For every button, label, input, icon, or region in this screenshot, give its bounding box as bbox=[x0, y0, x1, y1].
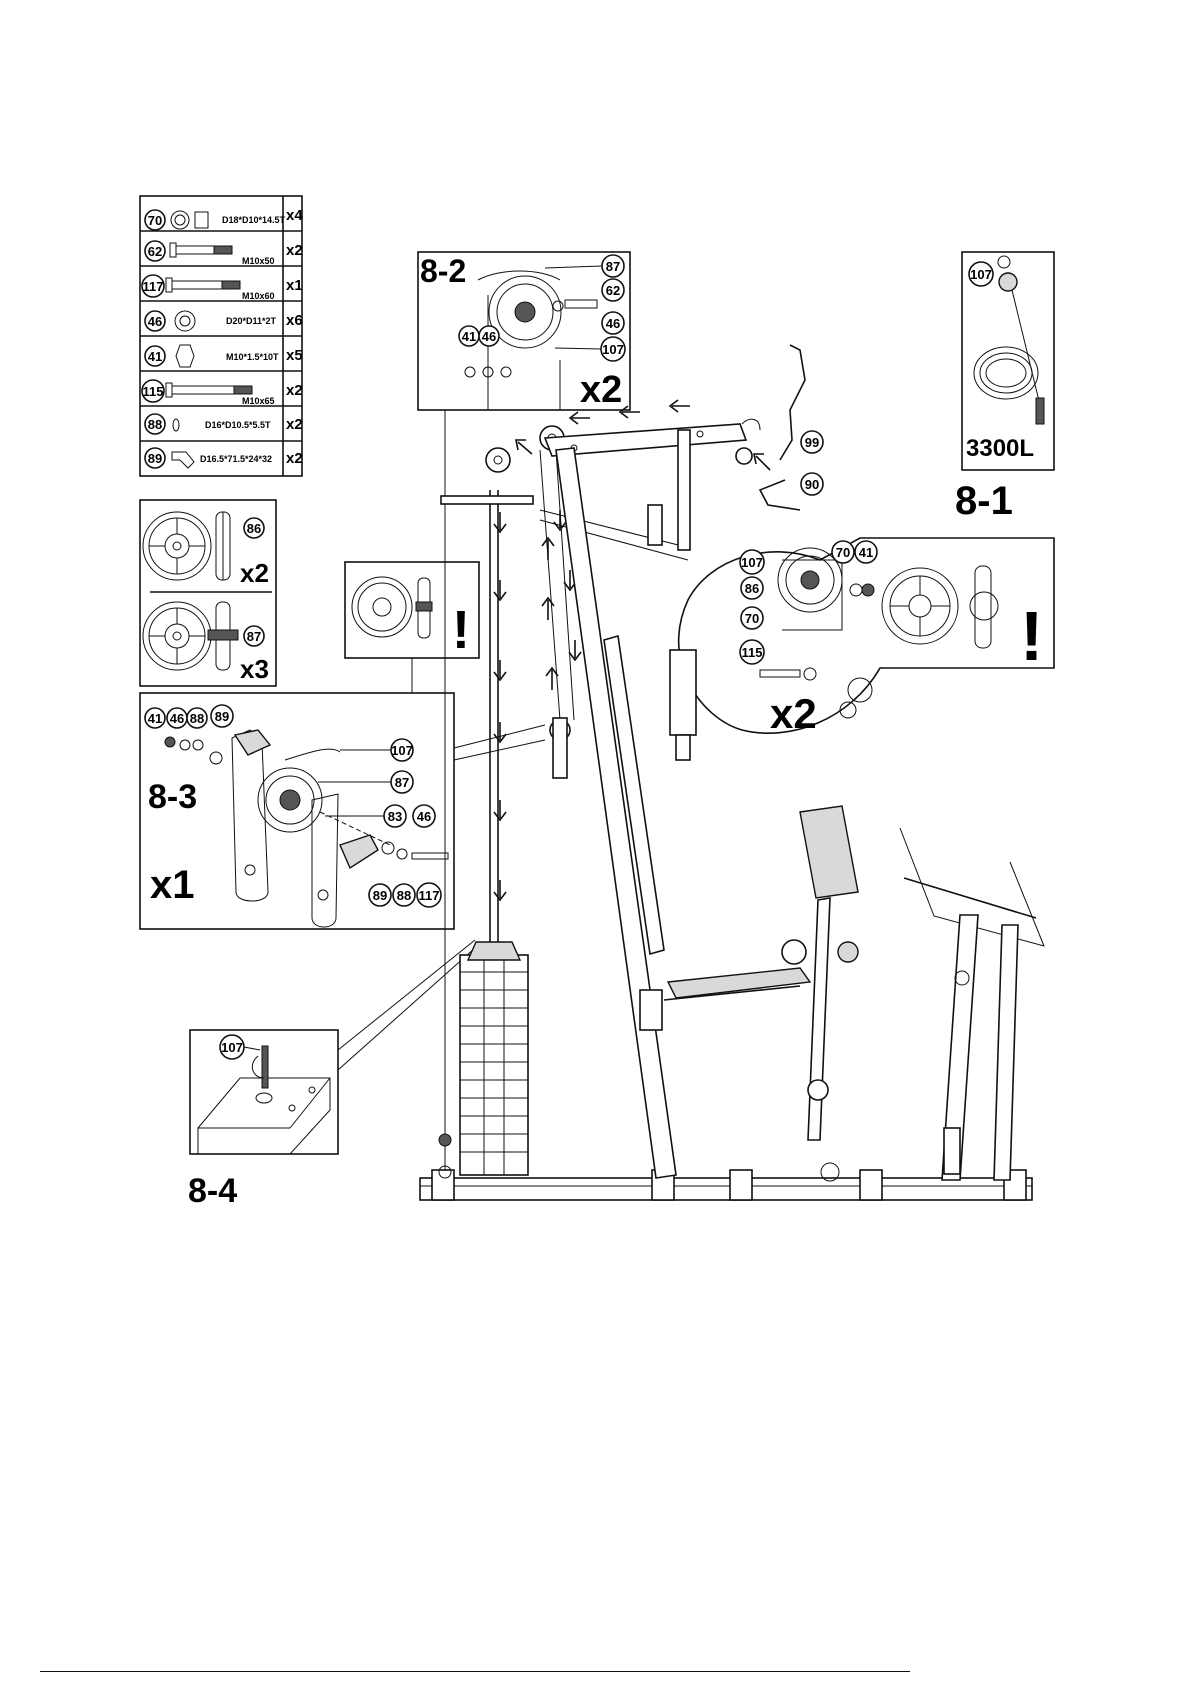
part-number: 41 bbox=[859, 545, 873, 560]
part-number: 99 bbox=[805, 435, 819, 450]
part-number: 41 bbox=[148, 349, 162, 364]
part-qty: x2 bbox=[286, 242, 303, 259]
part-number: 46 bbox=[417, 809, 431, 824]
cable-length: 3300L bbox=[966, 435, 1034, 462]
part-spec: D18*D10*14.5T bbox=[222, 215, 286, 225]
detail-8-3: 8-3 x1 41 46 88 89 107 87 83 46 bbox=[140, 693, 454, 929]
part-number: 117 bbox=[419, 888, 440, 903]
part-number: 87 bbox=[606, 259, 620, 274]
part-qty: x1 bbox=[286, 277, 303, 294]
qty-label: x1 bbox=[150, 863, 195, 907]
qty-label: x2 bbox=[580, 369, 622, 411]
part-number: 86 bbox=[247, 521, 261, 536]
part-number: 46 bbox=[170, 711, 184, 726]
footer-rule bbox=[40, 1671, 910, 1672]
step-label: 8-1 bbox=[955, 479, 1013, 523]
part-qty: x4 bbox=[286, 207, 303, 224]
part-number: 115 bbox=[742, 645, 763, 660]
step-label: 8-4 bbox=[188, 1172, 237, 1210]
gym-machine: 99 90 bbox=[420, 345, 1044, 1200]
part-number: 46 bbox=[482, 329, 496, 344]
part-spec: M10x65 bbox=[242, 396, 275, 406]
hardware-table: 70 D18*D10*14.5T x4 62 M10x50 x2 117 M10… bbox=[140, 196, 303, 476]
part-spec: D16*D10.5*5.5T bbox=[205, 420, 271, 430]
detail-pulley-bubble: ! x2 107 86 70 41 70 115 bbox=[679, 538, 1054, 737]
part-spec: M10*1.5*10T bbox=[226, 352, 279, 362]
part-number: 88 bbox=[190, 711, 204, 726]
part-number: 70 bbox=[836, 545, 850, 560]
part-number: 90 bbox=[805, 477, 819, 492]
detail-8-2: 8-2 x2 87 62 46 107 41 46 bbox=[418, 252, 630, 411]
pulley-legend: 86 x2 87 x3 bbox=[140, 500, 276, 686]
part-number: 115 bbox=[143, 384, 164, 399]
part-number: 87 bbox=[395, 775, 409, 790]
detail-8-4: 107 8-4 bbox=[188, 1030, 338, 1210]
part-number: 70 bbox=[148, 213, 162, 228]
part-spec: D16.5*71.5*24*32 bbox=[200, 454, 272, 464]
part-qty: x2 bbox=[286, 382, 303, 399]
part-qty: x3 bbox=[240, 654, 269, 684]
step-label: 8-2 bbox=[420, 253, 466, 289]
part-qty: x6 bbox=[286, 312, 303, 329]
qty-label: x2 bbox=[770, 690, 817, 737]
part-number: 107 bbox=[391, 743, 413, 758]
part-qty: x2 bbox=[286, 416, 303, 433]
part-qty: x2 bbox=[286, 450, 303, 467]
part-number: 41 bbox=[148, 711, 162, 726]
part-number: 62 bbox=[606, 283, 620, 298]
detail-8-1: 107 3300L bbox=[962, 252, 1054, 470]
part-qty: x2 bbox=[240, 558, 269, 588]
part-number: 86 bbox=[745, 581, 759, 596]
step-label: 8-3 bbox=[148, 778, 197, 816]
part-number: 107 bbox=[970, 267, 992, 282]
part-number: 41 bbox=[462, 329, 476, 344]
part-number: 83 bbox=[388, 809, 402, 824]
part-number: 46 bbox=[606, 316, 620, 331]
part-number: 107 bbox=[741, 555, 763, 570]
part-number: 117 bbox=[143, 279, 164, 294]
pulley-warning-box: ! bbox=[345, 562, 479, 660]
warning-mark: ! bbox=[1020, 597, 1043, 675]
part-number: 107 bbox=[221, 1040, 243, 1055]
part-spec: M10x50 bbox=[242, 256, 275, 266]
part-number: 46 bbox=[148, 314, 162, 329]
part-spec: M10x60 bbox=[242, 291, 275, 301]
part-qty: x5 bbox=[286, 347, 303, 364]
part-number: 107 bbox=[602, 342, 624, 357]
part-number: 88 bbox=[397, 888, 411, 903]
warning-mark: ! bbox=[452, 600, 470, 660]
part-number: 88 bbox=[148, 417, 162, 432]
part-number: 62 bbox=[148, 244, 162, 259]
part-number: 89 bbox=[215, 709, 229, 724]
part-number: 87 bbox=[247, 629, 261, 644]
part-number: 89 bbox=[148, 451, 162, 466]
part-number: 70 bbox=[745, 611, 759, 626]
part-spec: D20*D11*2T bbox=[226, 316, 277, 326]
part-number: 89 bbox=[373, 888, 387, 903]
